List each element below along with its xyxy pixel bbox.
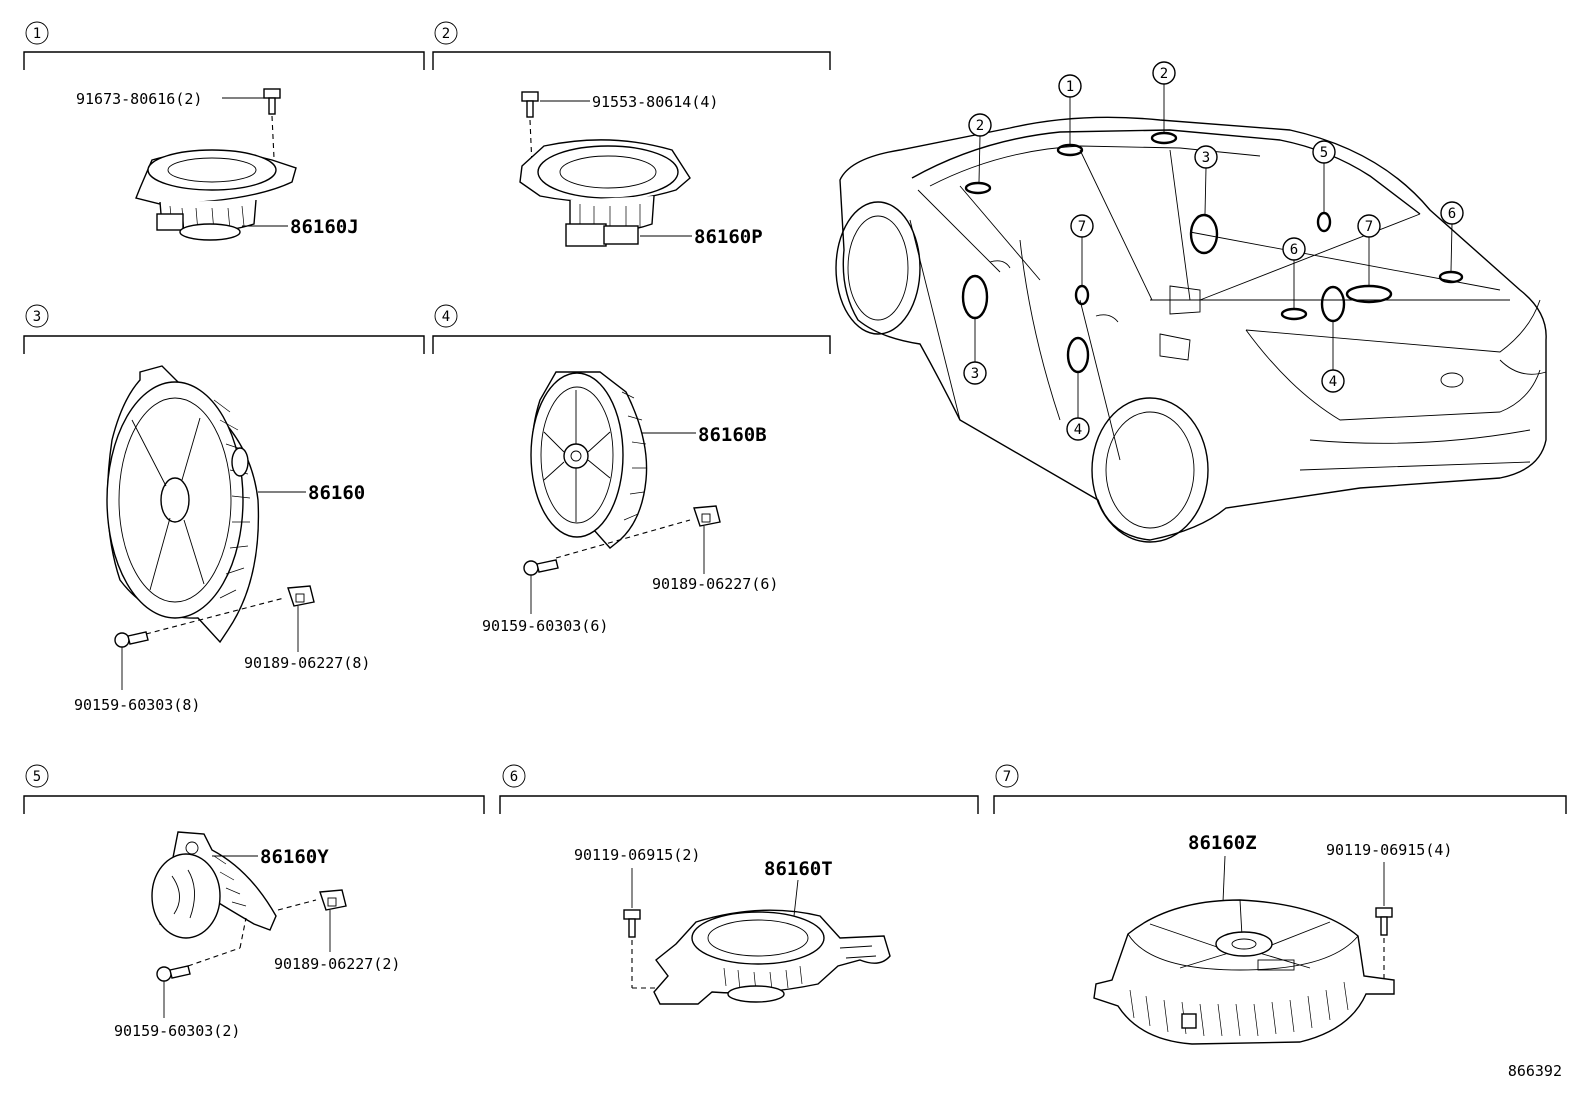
part-label-86160B: 86160B: [698, 424, 767, 446]
section-1: 1 91673-80616(2) 86160J: [23, 21, 425, 241]
part-label-90119-06915-4: 90119-06915(4): [1326, 841, 1452, 859]
svg-text:6: 6: [1448, 206, 1456, 222]
svg-text:5: 5: [1320, 145, 1328, 161]
part-label-86160T: 86160T: [764, 858, 833, 880]
part-label-91553-80614: 91553-80614(4): [592, 93, 718, 111]
svg-text:6: 6: [1290, 242, 1298, 258]
section-1-number: 1: [33, 26, 41, 42]
part-label-90189-06227-8: 90189-06227(8): [244, 654, 370, 672]
section-2: 2 91553-80614(4) 86160P: [432, 21, 831, 248]
clip-nut-icon: [693, 505, 721, 527]
svg-text:3: 3: [971, 366, 979, 382]
part-label-86160Z: 86160Z: [1188, 832, 1257, 854]
speaker-86160B-icon: [530, 371, 648, 549]
car-callout: 4: [1321, 322, 1345, 393]
part-label-90119-06915-2: 90119-06915(2): [574, 846, 700, 864]
clip-nut-icon: [319, 889, 347, 911]
part-label-86160: 86160: [308, 482, 365, 504]
svg-text:3: 3: [1202, 150, 1210, 166]
car-callout: 7: [1357, 214, 1381, 286]
section-4-number: 4: [442, 309, 450, 325]
car-callout: 5: [1312, 140, 1336, 212]
car-callout: 3: [963, 319, 987, 385]
bolt-icon: [263, 88, 281, 115]
svg-text:7: 7: [1365, 219, 1373, 235]
screw-icon: [156, 965, 191, 982]
car-callout: 4: [1066, 373, 1090, 441]
svg-text:7: 7: [1078, 219, 1086, 235]
svg-text:1: 1: [1066, 79, 1074, 95]
section-3-number: 3: [33, 309, 41, 325]
section-2-number: 2: [442, 26, 450, 42]
speaker-86160T-icon: [653, 909, 891, 1005]
bolt-icon: [623, 909, 641, 938]
part-label-86160P: 86160P: [694, 226, 763, 248]
section-7-number: 7: [1003, 769, 1011, 785]
part-label-90159-60303-2: 90159-60303(2): [114, 1022, 240, 1040]
screw-icon: [523, 559, 559, 576]
car-callout: 2: [1152, 61, 1176, 132]
part-label-90159-60303-8: 90159-60303(8): [74, 696, 200, 714]
section-4: 4 86160B 90189-06227(6) 90159-60303(6): [432, 304, 831, 635]
part-label-86160J: 86160J: [290, 216, 359, 238]
section-7: 7 86160Z 90119-06915(4): [993, 764, 1567, 1045]
part-label-86160Y: 86160Y: [260, 846, 329, 868]
svg-text:4: 4: [1329, 374, 1337, 390]
car-callout: 6: [1440, 201, 1464, 272]
bolt-icon: [521, 91, 539, 118]
section-6-number: 6: [510, 769, 518, 785]
svg-text:2: 2: [976, 118, 984, 134]
car-callout: 7: [1070, 214, 1094, 285]
part-label-90159-60303-6: 90159-60303(6): [482, 617, 608, 635]
clip-nut-icon: [287, 585, 315, 607]
car-callout: 6: [1282, 237, 1306, 308]
car-illustration: 1 2 2 3 3 4 4: [835, 61, 1547, 543]
car-callout: 3: [1194, 145, 1218, 215]
screw-icon: [114, 631, 149, 648]
bolt-icon: [1375, 907, 1393, 936]
part-label-90189-06227-2: 90189-06227(2): [274, 955, 400, 973]
section-6: 6 90119-06915(2) 86160T: [499, 764, 979, 1005]
speaker-86160P-icon: [519, 139, 691, 247]
speaker-86160-icon: [106, 365, 260, 644]
part-label-90189-06227-6: 90189-06227(6): [652, 575, 778, 593]
speaker-86160Y-icon: [151, 831, 277, 939]
car-callout: 2: [968, 113, 992, 183]
speaker-86160Z-icon: [1093, 899, 1395, 1045]
car-callout: 1: [1058, 74, 1082, 144]
svg-text:2: 2: [1160, 66, 1168, 82]
section-5: 5 86160Y 90189-06227(2) 90159-60303(2): [23, 764, 485, 1040]
svg-text:4: 4: [1074, 422, 1082, 438]
section-3: 3 86160 90189-06227(8) 90159-60303(8): [23, 304, 425, 714]
illustration-number: 866392: [1508, 1062, 1562, 1080]
speaker-86160J-icon: [135, 149, 297, 241]
section-5-number: 5: [33, 769, 41, 785]
part-label-91673-80616: 91673-80616(2): [76, 90, 202, 108]
